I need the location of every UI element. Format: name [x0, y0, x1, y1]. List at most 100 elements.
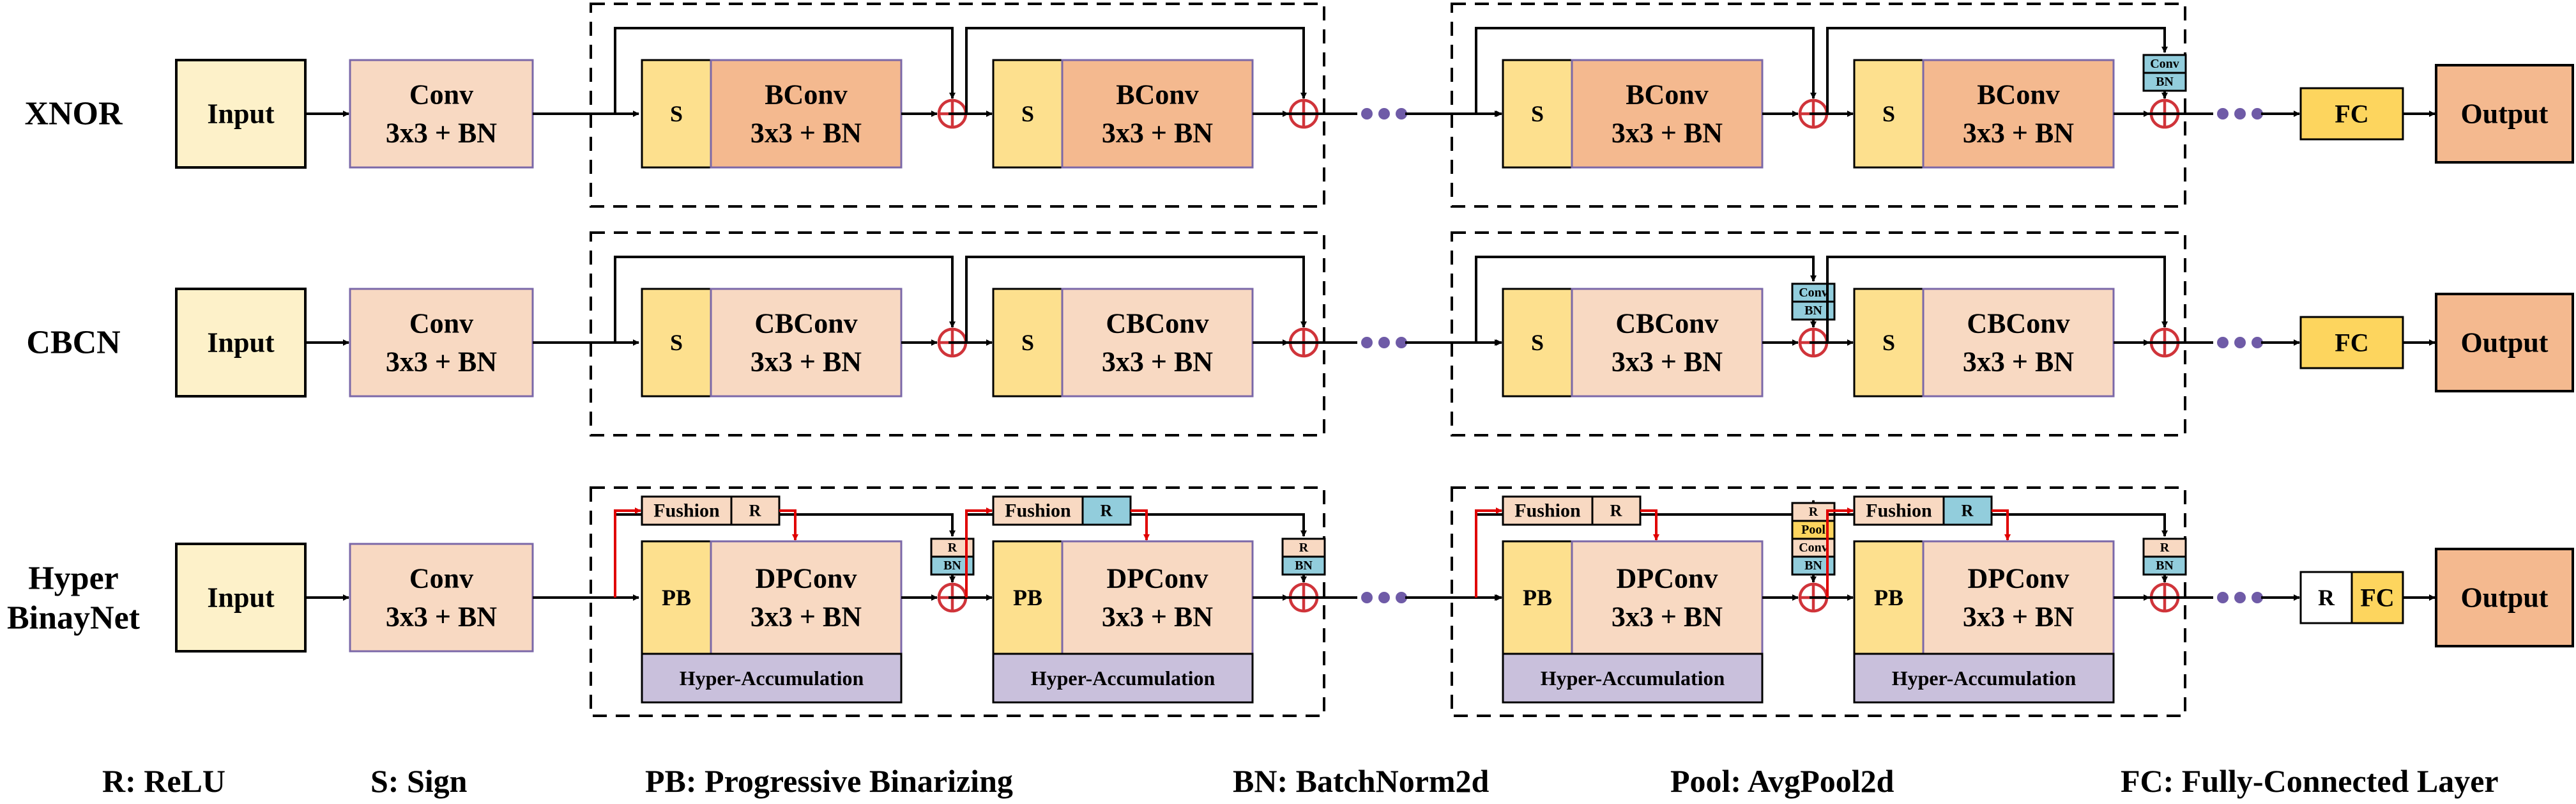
binary-conv-label: 3x3 + BN	[751, 346, 862, 378]
fushion-label: Fushion	[1005, 500, 1071, 522]
input-label: Input	[207, 582, 275, 614]
binary-conv-label: DPConv	[756, 563, 857, 594]
ellipsis-dots	[2217, 592, 2263, 603]
sign-label: S	[670, 101, 683, 127]
shortcut-op-label: BN	[1804, 304, 1822, 318]
output-box	[2435, 293, 2574, 392]
legend-item: R: ReLU	[102, 763, 225, 799]
binary-conv-label: 3x3 + BN	[751, 601, 862, 633]
binary-conv-box	[1571, 59, 1764, 169]
ellipsis-dot	[1361, 337, 1373, 348]
binary-conv-box	[710, 288, 903, 398]
shortcut-op-box: R	[1281, 537, 1326, 558]
binary-conv-box	[1061, 59, 1254, 169]
fushion-label: Fushion	[653, 500, 720, 522]
shortcut-op-box: BN	[2142, 555, 2187, 576]
ellipsis-dot	[1378, 592, 1390, 603]
hyper-accumulation-box	[992, 653, 1254, 704]
binary-conv-box	[1061, 540, 1254, 655]
shortcut-path	[1475, 256, 1817, 343]
shortcut-op-box: BN	[1281, 555, 1326, 576]
shortcut-op-label: BN	[1804, 559, 1822, 573]
binary-conv-label: DPConv	[1617, 563, 1718, 594]
fushion-label: Fushion	[1514, 500, 1581, 522]
row-name-line: Hyper	[28, 560, 119, 597]
hyper-accumulation-box	[1502, 653, 1764, 704]
legend-item: BN: BatchNorm2d	[1233, 763, 1490, 799]
conv-label: 3x3 + BN	[386, 346, 497, 378]
ellipsis-dot	[1361, 108, 1373, 120]
ellipsis-dot	[1378, 108, 1390, 120]
conv-label: Conv	[409, 308, 473, 339]
ellipsis-dots	[1361, 592, 1407, 603]
residual-group-box	[1451, 3, 2186, 208]
shortcut-path	[614, 256, 956, 343]
hyper-accumulation-box	[641, 653, 903, 704]
fushion-label: Fushion	[1866, 500, 1932, 522]
input-box	[175, 59, 307, 169]
sign-box	[641, 288, 712, 398]
binary-conv-box	[1061, 288, 1254, 398]
ellipsis-dots	[2217, 108, 2263, 120]
fushion-relu-label: R	[749, 502, 761, 520]
shortcut-op-label: R	[2160, 541, 2170, 555]
ellipsis-dot	[1361, 592, 1373, 603]
shortcut-path	[1826, 256, 2168, 343]
row-name-line: BinayNet	[7, 600, 141, 637]
fc-label: FC	[2335, 329, 2368, 357]
hyper-accumulation-label: Hyper-Accumulation	[1031, 667, 1216, 690]
shortcut-op-label: Conv	[1799, 286, 1828, 300]
fushion-box: Fushion R	[641, 495, 781, 526]
binary-conv-box	[710, 540, 903, 655]
shortcut-op-label: R	[1299, 541, 1309, 555]
sign-label: S	[670, 330, 683, 355]
binary-conv-label: 3x3 + BN	[1102, 601, 1213, 633]
sign-box	[1502, 288, 1573, 398]
binary-conv-box	[1571, 540, 1764, 655]
hyper-accumulation-label: Hyper-Accumulation	[680, 667, 864, 690]
shortcut-op-label: R	[1809, 505, 1818, 519]
relu-label: R	[2318, 585, 2335, 610]
hyper-accumulation-label: Hyper-Accumulation	[1892, 667, 2077, 690]
ellipsis-dot	[2217, 592, 2229, 603]
ellipsis-dot	[2234, 337, 2246, 348]
red-arrow-out	[779, 509, 798, 541]
binary-conv-label: DPConv	[1968, 563, 2069, 594]
hyper-accumulation-box	[1853, 653, 2115, 704]
legend-item: Pool: AvgPool2d	[1670, 763, 1894, 799]
binary-conv-label: 3x3 + BN	[1612, 601, 1723, 633]
binary-conv-label: CBConv	[1615, 308, 1718, 339]
pb-label: PB	[1523, 585, 1552, 610]
input-label: Input	[207, 98, 275, 130]
pb-label: PB	[1013, 585, 1042, 610]
shortcut-path	[965, 27, 1307, 114]
row-name: CBCN	[26, 325, 120, 361]
shortcut-path	[965, 256, 1307, 343]
output-label: Output	[2461, 327, 2549, 359]
fushion-relu-rect	[1942, 495, 1993, 526]
conv-box	[349, 59, 534, 169]
sign-label: S	[1882, 101, 1895, 127]
binary-conv-label: 3x3 + BN	[1963, 118, 2074, 149]
fc-label: FC	[2335, 100, 2368, 128]
ellipsis-dot	[2217, 337, 2229, 348]
red-arrow-in	[614, 507, 641, 598]
fushion-relu-label: R	[1101, 502, 1113, 520]
binary-conv-label: 3x3 + BN	[1612, 118, 1723, 149]
fushion-relu-label: R	[1962, 502, 1974, 520]
ellipsis-dot	[2252, 592, 2263, 603]
shortcut-op-label: Conv	[2150, 57, 2179, 71]
output-label: Output	[2461, 582, 2549, 614]
legend-item: S: Sign	[370, 763, 468, 799]
ellipsis-dots	[1361, 337, 1407, 348]
